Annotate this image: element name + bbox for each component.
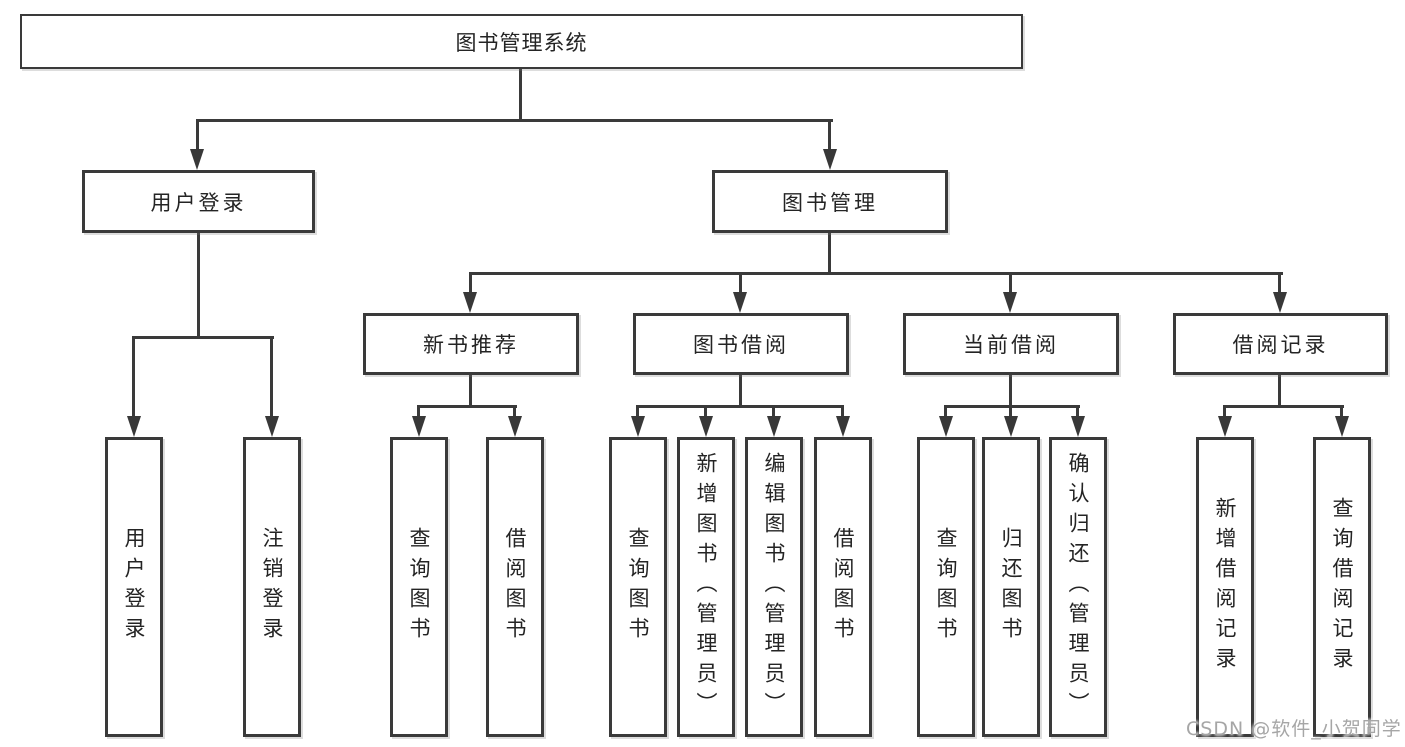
arrow-down-icon bbox=[1273, 292, 1287, 313]
connector-line bbox=[828, 233, 831, 274]
arrow-down-icon bbox=[836, 416, 850, 437]
arrow-down-icon bbox=[823, 149, 837, 170]
leaf-user-login-label: 用户登录 bbox=[122, 527, 146, 647]
connector-line bbox=[1076, 405, 1079, 418]
connector-line bbox=[132, 336, 274, 339]
connector-line bbox=[841, 405, 844, 418]
arrow-down-icon bbox=[190, 149, 204, 170]
csdn-watermark: CSDN @软件_小贺同学 bbox=[1186, 718, 1402, 740]
node-book-management-label: 图书管理 bbox=[782, 190, 878, 215]
connector-line bbox=[469, 272, 472, 294]
leaf-borrow-books: 借阅图书 bbox=[814, 437, 872, 737]
leaf-query-books-recommend-label: 查询图书 bbox=[407, 527, 431, 647]
connector-line bbox=[196, 119, 833, 122]
connector-line bbox=[828, 119, 831, 151]
node-borrowing-records-label: 借阅记录 bbox=[1232, 333, 1329, 357]
connector-line bbox=[1009, 405, 1012, 418]
arrow-down-icon bbox=[733, 292, 747, 313]
arrow-down-icon bbox=[412, 416, 426, 437]
connector-line bbox=[1278, 272, 1281, 294]
node-new-book-recommend-label: 新书推荐 bbox=[423, 333, 519, 357]
connector-line bbox=[1223, 405, 1226, 418]
leaf-edit-books-admin: 编辑图书（管理员） bbox=[745, 437, 803, 737]
node-book-borrowing-label: 图书借阅 bbox=[693, 333, 789, 357]
leaf-edit-books-admin-label: 编辑图书（管理员） bbox=[762, 452, 786, 722]
connector-line bbox=[196, 119, 199, 151]
node-current-borrowing: 当前借阅 bbox=[903, 313, 1119, 375]
connector-line bbox=[1009, 375, 1012, 408]
leaf-query-borrow-record: 查询借阅记录 bbox=[1313, 437, 1371, 737]
connector-line bbox=[519, 68, 522, 121]
connector-line bbox=[1009, 272, 1012, 294]
node-user-login-label: 用户登录 bbox=[150, 190, 247, 215]
leaf-query-books-borrowing: 查询图书 bbox=[609, 437, 667, 737]
leaf-query-books-borrowing-label: 查询图书 bbox=[626, 527, 650, 647]
connector-line bbox=[270, 336, 273, 418]
arrow-down-icon bbox=[463, 292, 477, 313]
connector-line bbox=[469, 375, 472, 408]
arrow-down-icon bbox=[1004, 416, 1018, 437]
leaf-query-borrow-record-label: 查询借阅记录 bbox=[1330, 497, 1354, 677]
arrow-down-icon bbox=[631, 416, 645, 437]
node-book-management: 图书管理 bbox=[712, 170, 948, 233]
connector-line bbox=[197, 233, 200, 339]
leaf-logout-label: 注销登录 bbox=[260, 527, 284, 647]
leaf-add-books-admin-label: 新增图书（管理员） bbox=[694, 452, 718, 722]
leaf-query-books-current-label: 查询图书 bbox=[934, 527, 958, 647]
leaf-return-books: 归还图书 bbox=[982, 437, 1040, 737]
leaf-query-books-current: 查询图书 bbox=[917, 437, 975, 737]
connector-line bbox=[944, 405, 947, 418]
arrow-down-icon bbox=[508, 416, 522, 437]
connector-line bbox=[636, 405, 844, 408]
arrow-down-icon bbox=[767, 416, 781, 437]
leaf-borrow-books-label: 借阅图书 bbox=[831, 527, 855, 647]
arrow-down-icon bbox=[939, 416, 953, 437]
connector-line bbox=[739, 375, 742, 408]
leaf-confirm-return-admin: 确认归还（管理员） bbox=[1049, 437, 1107, 737]
connector-line bbox=[704, 405, 707, 418]
arrow-down-icon bbox=[127, 416, 141, 437]
leaf-add-books-admin: 新增图书（管理员） bbox=[677, 437, 735, 737]
leaf-add-borrow-record-label: 新增借阅记录 bbox=[1213, 497, 1237, 677]
leaf-query-books-recommend: 查询图书 bbox=[390, 437, 448, 737]
arrow-down-icon bbox=[699, 416, 713, 437]
connector-line bbox=[944, 405, 1080, 408]
connector-line bbox=[417, 405, 420, 418]
leaf-borrow-books-recommend: 借阅图书 bbox=[486, 437, 544, 737]
connector-line bbox=[1278, 375, 1281, 408]
connector-line bbox=[636, 405, 639, 418]
connector-line bbox=[772, 405, 775, 418]
node-user-login: 用户登录 bbox=[82, 170, 315, 233]
node-book-borrowing: 图书借阅 bbox=[633, 313, 849, 375]
leaf-confirm-return-admin-label: 确认归还（管理员） bbox=[1066, 452, 1090, 722]
arrow-down-icon bbox=[1218, 416, 1232, 437]
leaf-return-books-label: 归还图书 bbox=[999, 527, 1023, 647]
node-library-system: 图书管理系统 bbox=[20, 14, 1023, 69]
leaf-add-borrow-record: 新增借阅记录 bbox=[1196, 437, 1254, 737]
connector-line bbox=[1340, 405, 1343, 418]
leaf-borrow-books-recommend-label: 借阅图书 bbox=[503, 527, 527, 647]
arrow-down-icon bbox=[1335, 416, 1349, 437]
arrow-down-icon bbox=[265, 416, 279, 437]
node-library-system-label: 图书管理系统 bbox=[455, 30, 588, 55]
connector-line bbox=[513, 405, 516, 418]
arrow-down-icon bbox=[1003, 292, 1017, 313]
node-current-borrowing-label: 当前借阅 bbox=[963, 333, 1059, 357]
leaf-user-login: 用户登录 bbox=[105, 437, 163, 737]
node-borrowing-records: 借阅记录 bbox=[1173, 313, 1388, 375]
leaf-logout: 注销登录 bbox=[243, 437, 301, 737]
connector-line bbox=[469, 272, 1283, 275]
arrow-down-icon bbox=[1071, 416, 1085, 437]
node-new-book-recommend: 新书推荐 bbox=[363, 313, 579, 375]
connector-line bbox=[1223, 405, 1344, 408]
connector-line bbox=[417, 405, 517, 408]
connector-line bbox=[739, 272, 742, 294]
connector-line bbox=[132, 336, 135, 418]
